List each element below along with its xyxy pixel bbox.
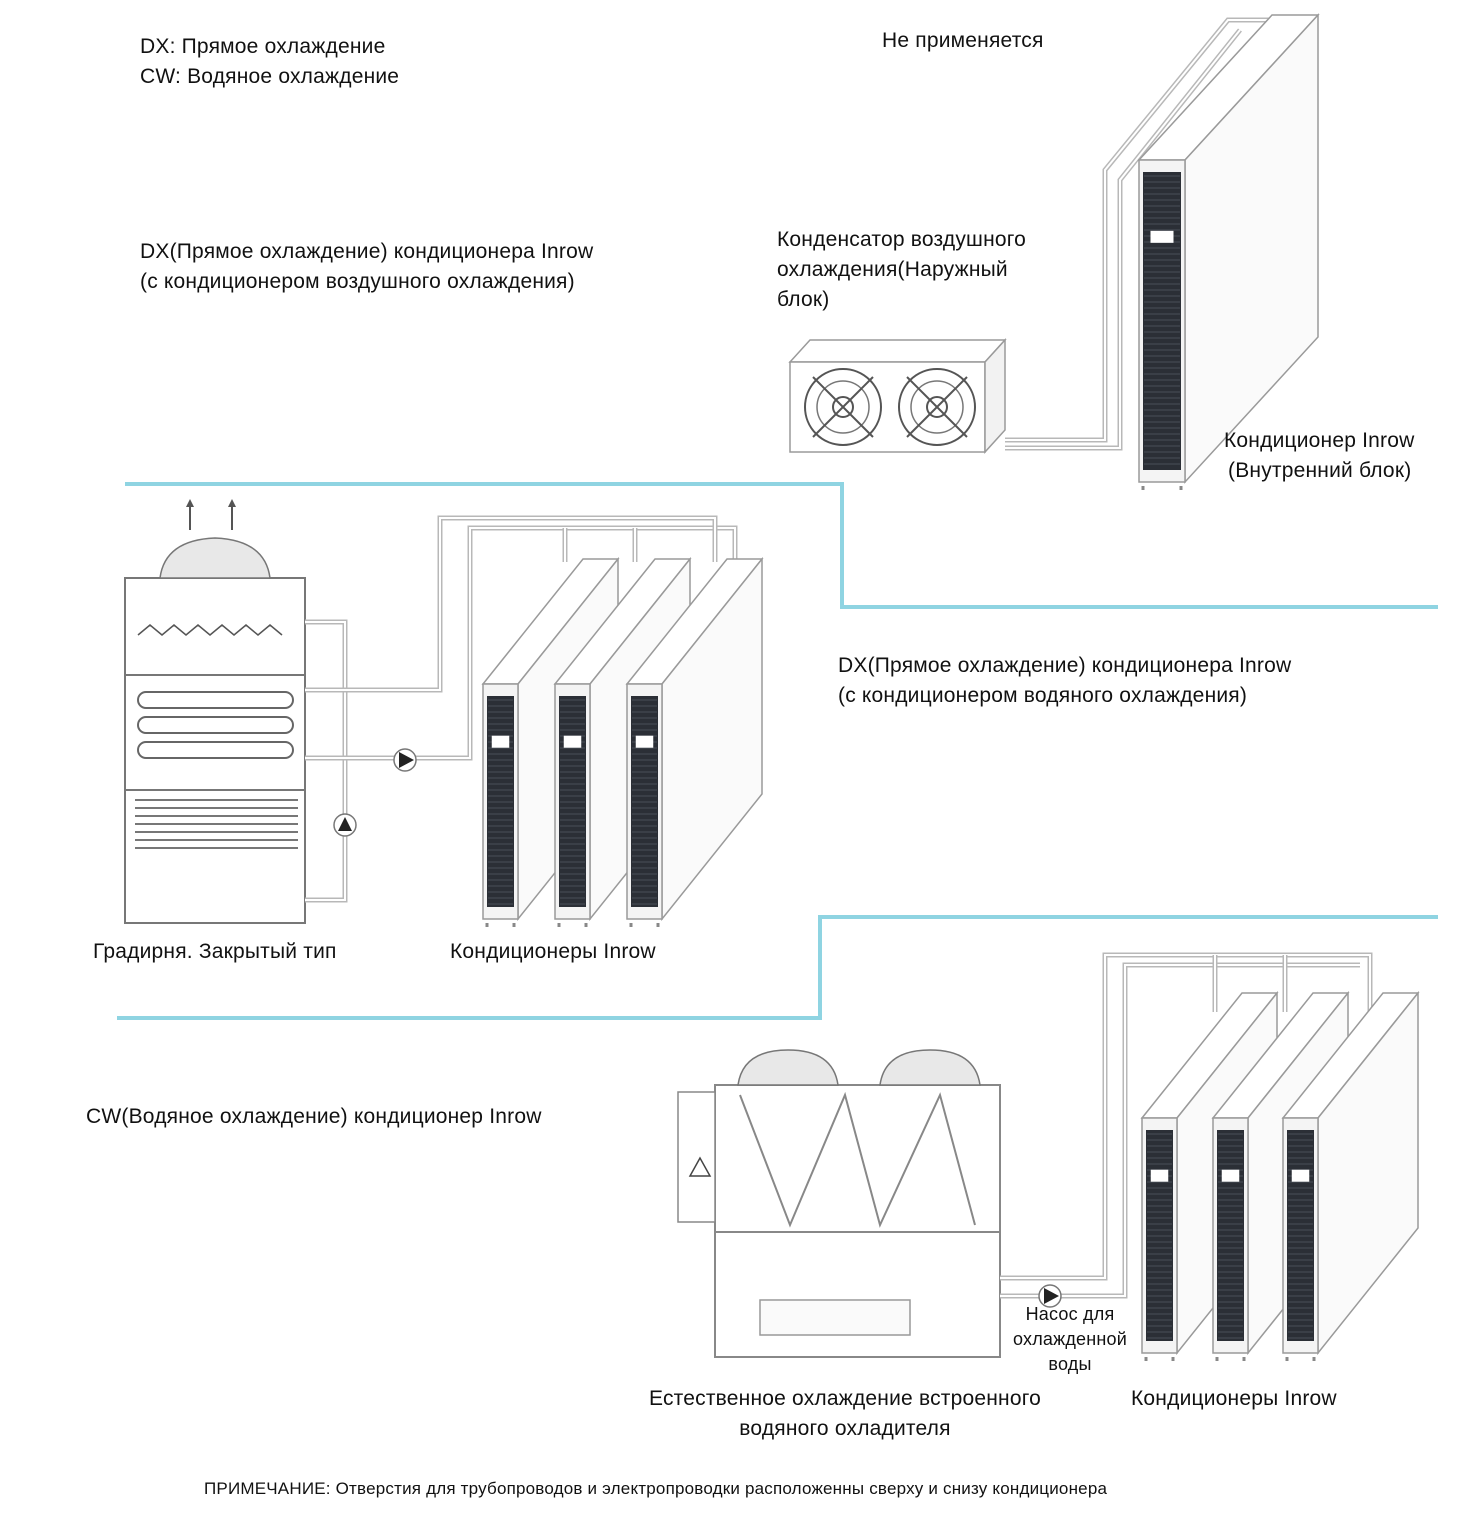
air-section-title-2: (с кондиционером воздушного охлаждения) <box>140 270 575 293</box>
chiller-label-2: водяного охладителя <box>739 1417 951 1440</box>
pump-label-1: Насос для <box>1025 1304 1115 1324</box>
chiller-label-1: Естественное охлаждение встроенного <box>649 1387 1041 1410</box>
tower-body <box>124 577 306 924</box>
electrical-hazard-icon <box>688 1156 712 1177</box>
fan-strut <box>906 376 968 438</box>
indoor-unit-label-2: (Внутренний блок) <box>1228 459 1412 482</box>
inrow-indoor-unit <box>1137 13 1320 490</box>
closed-cooling-tower <box>124 499 306 924</box>
fan-ring <box>816 380 870 434</box>
unit-display <box>563 735 582 748</box>
arrowhead <box>186 499 194 507</box>
outdoor-condenser <box>788 338 1007 454</box>
tower-loop-pipe-inner <box>305 621 346 901</box>
fan-guard-icon <box>898 368 976 446</box>
tower-loop-pipe <box>305 619 348 903</box>
chw-return-pipe-inner <box>1000 964 1360 1297</box>
fan-ring <box>910 380 964 434</box>
chiller-fan <box>879 1049 981 1086</box>
footnote: ПРИМЕЧАНИЕ: Отверстия для трубопроводов … <box>204 1479 1108 1498</box>
water-section-title-1: DX(Прямое охлаждение) кондиционера Inrow <box>838 654 1292 677</box>
legend-dx: DX: Прямое охлаждение <box>140 35 386 58</box>
coil-v-frame <box>739 1091 976 1228</box>
chiller-fan <box>737 1049 839 1086</box>
condenser-side <box>984 338 1006 454</box>
not-applicable-label: Не применяется <box>882 29 1044 52</box>
refrigerant-pipe-inner <box>1005 29 1241 449</box>
cw-section-title: CW(Водяное охлаждение) кондиционер Inrow <box>86 1105 542 1128</box>
air-section-title-1: DX(Прямое охлаждение) кондиционера Inrow <box>140 240 594 263</box>
indoor-unit-label-1: Кондиционер Inrow <box>1224 429 1415 452</box>
section-divider <box>117 915 1438 1020</box>
coil-tube <box>137 716 294 734</box>
unit-display <box>1150 1169 1169 1182</box>
cooling-tower-label: Градирня. Закрытый тип <box>93 940 337 963</box>
arrowhead <box>228 499 236 507</box>
coil-tube <box>137 741 294 759</box>
chiller-tank <box>759 1299 911 1336</box>
electrical-box <box>677 1091 716 1223</box>
condenser-label-3: блок) <box>777 288 830 311</box>
tower-fan <box>159 537 271 579</box>
refrigerant-pipe-inner <box>1005 19 1270 441</box>
pump-label-2: охлажденной <box>1012 1329 1128 1349</box>
section-divider <box>125 482 1438 609</box>
free-cooling-chiller <box>677 1049 1001 1358</box>
unit-display <box>1150 230 1174 243</box>
condenser-label-1: Конденсатор воздушного <box>777 228 1027 251</box>
spray-nozzles <box>137 624 283 636</box>
inrow-unit <box>625 556 764 927</box>
inrow-units-label-water: Кондиционеры Inrow <box>450 940 656 963</box>
inrow-unit <box>1281 990 1420 1361</box>
inrow-units-label-cw: Кондиционеры Inrow <box>1131 1387 1337 1410</box>
unit-display <box>491 735 510 748</box>
pump-label-3: воды <box>1048 1354 1092 1374</box>
pump-arrow <box>1044 1288 1059 1304</box>
pump-arrow <box>338 817 352 831</box>
unit-grille-panel <box>1143 172 1181 470</box>
condenser-body <box>789 361 986 453</box>
legend-cw: CW: Водяное охлаждение <box>140 65 400 88</box>
condenser-top <box>788 339 1007 363</box>
return-pipe-inner <box>305 517 716 691</box>
chw-supply-pipe-inner <box>1000 954 1371 1279</box>
unit-display <box>1291 1169 1310 1182</box>
unit-display <box>1221 1169 1240 1182</box>
water-section-title-2: (с кондиционером водяного охлаждения) <box>838 684 1248 707</box>
pump-arrow <box>399 752 414 768</box>
fan-strut <box>812 376 874 438</box>
coil-tube <box>137 691 294 709</box>
condenser-label-2: охлаждения(Наружный <box>777 258 1008 281</box>
unit-display <box>635 735 654 748</box>
fan-guard-icon <box>804 368 882 446</box>
